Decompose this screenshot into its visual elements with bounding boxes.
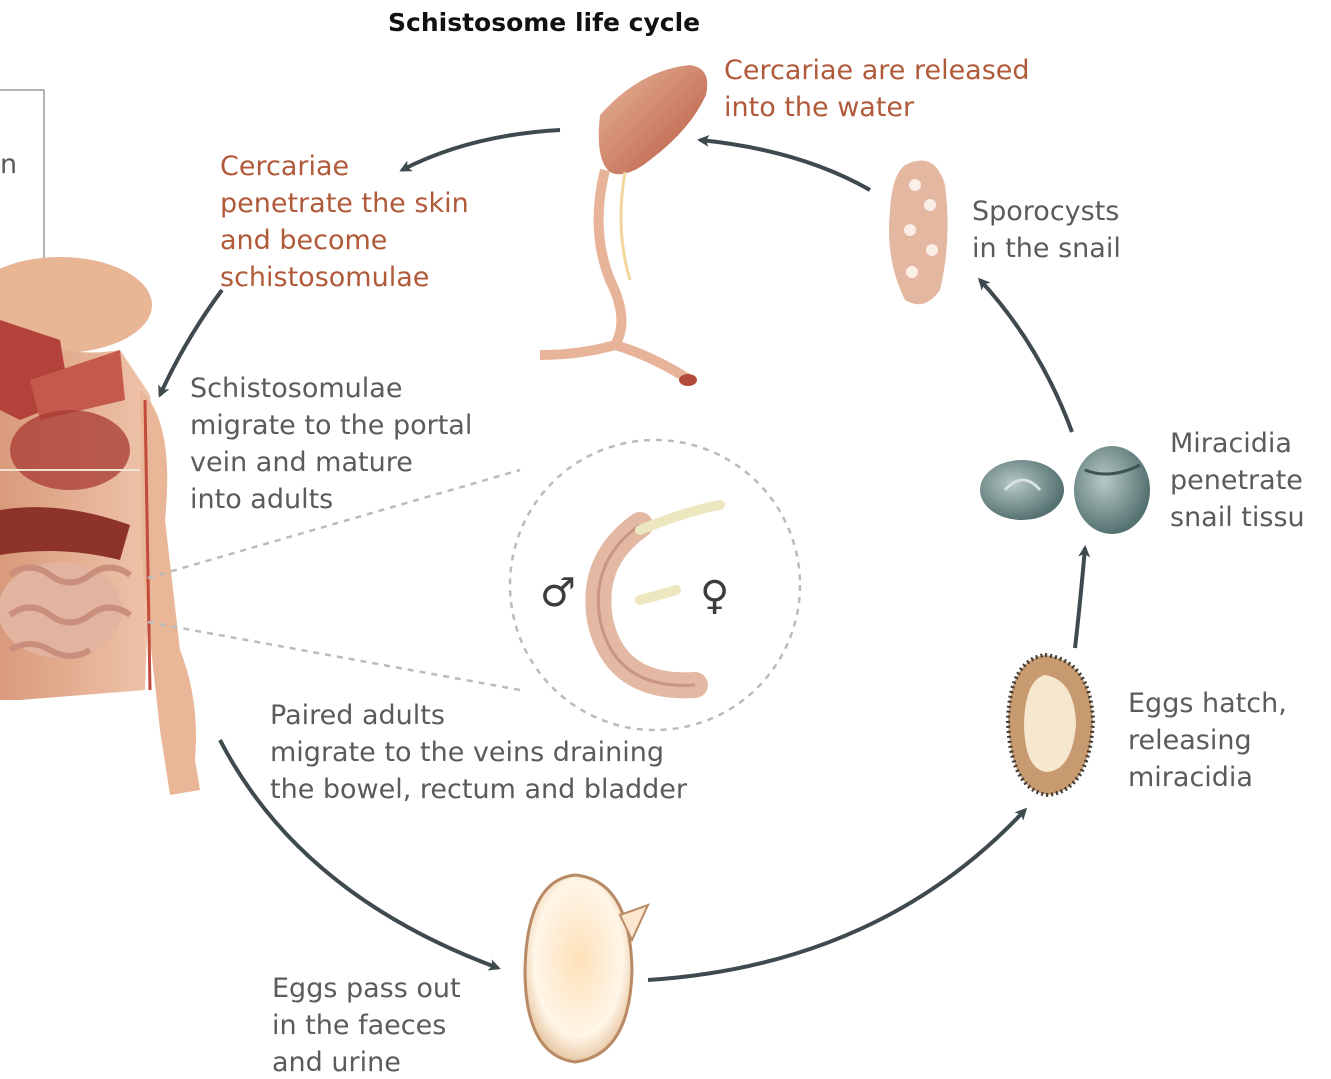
label-line: Paired adults xyxy=(270,697,687,734)
label-eggs-hatch: Eggs hatch, releasing miracidia xyxy=(1128,685,1287,796)
label-line: Eggs hatch, xyxy=(1128,685,1287,722)
cercaria-illustration xyxy=(540,65,707,386)
arrow-sporocysts-to-release xyxy=(700,140,870,190)
male-symbol: ♂ xyxy=(540,575,576,612)
cropped-left-text: n xyxy=(0,146,17,183)
label-line: Cercariae are released xyxy=(724,52,1030,89)
hatching-egg-illustration xyxy=(1008,655,1093,795)
label-miracidia-penetrate: Miracidia penetrate snail tissu xyxy=(1170,425,1305,536)
label-line: migrate to the portal xyxy=(190,407,472,444)
label-sporocysts: Sporocysts in the snail xyxy=(972,193,1121,267)
label-cercariae-penetrate: Cercariae penetrate the skin and become … xyxy=(220,148,469,296)
label-cercariae-released: Cercariae are released into the water xyxy=(724,52,1030,126)
label-line: schistosomulae xyxy=(220,259,469,296)
diagram-title: Schistosome life cycle xyxy=(388,8,700,37)
label-line: into adults xyxy=(190,481,472,518)
cropped-left-label: n xyxy=(0,146,17,183)
female-symbol: ♀ xyxy=(700,578,729,615)
label-schistosomulae-migrate: Schistosomulae migrate to the portal vei… xyxy=(190,370,472,518)
label-line: Sporocysts xyxy=(972,193,1121,230)
label-line: Cercariae xyxy=(220,148,469,185)
label-line: and become xyxy=(220,222,469,259)
label-line: migrate to the veins draining xyxy=(270,734,687,771)
label-line: Miracidia xyxy=(1170,425,1305,462)
label-line: miracidia xyxy=(1128,759,1287,796)
snail-illustration xyxy=(980,446,1150,534)
arrow-snail-to-sporocysts xyxy=(980,280,1072,432)
label-line: in the snail xyxy=(972,230,1121,267)
label-line: penetrate the skin xyxy=(220,185,469,222)
label-eggs-pass: Eggs pass out in the faeces and urine xyxy=(272,970,461,1079)
label-line: penetrate xyxy=(1170,462,1305,499)
label-line: the bowel, rectum and bladder xyxy=(270,771,687,808)
label-line: vein and mature xyxy=(190,444,472,481)
human-figure xyxy=(0,257,200,795)
label-line: and urine xyxy=(272,1044,461,1079)
label-line: in the faeces xyxy=(272,1007,461,1044)
sporocyst-illustration xyxy=(889,161,948,305)
egg-illustration xyxy=(525,875,648,1062)
label-line: releasing xyxy=(1128,722,1287,759)
arrow-eggs-to-hatching xyxy=(648,810,1025,980)
label-line: Eggs pass out xyxy=(272,970,461,1007)
label-line: snail tissu xyxy=(1170,499,1305,536)
label-line: Schistosomulae xyxy=(190,370,472,407)
label-line: into the water xyxy=(724,89,1030,126)
label-paired-adults: Paired adults migrate to the veins drain… xyxy=(270,697,687,808)
arrow-hatching-to-snail xyxy=(1075,548,1085,648)
